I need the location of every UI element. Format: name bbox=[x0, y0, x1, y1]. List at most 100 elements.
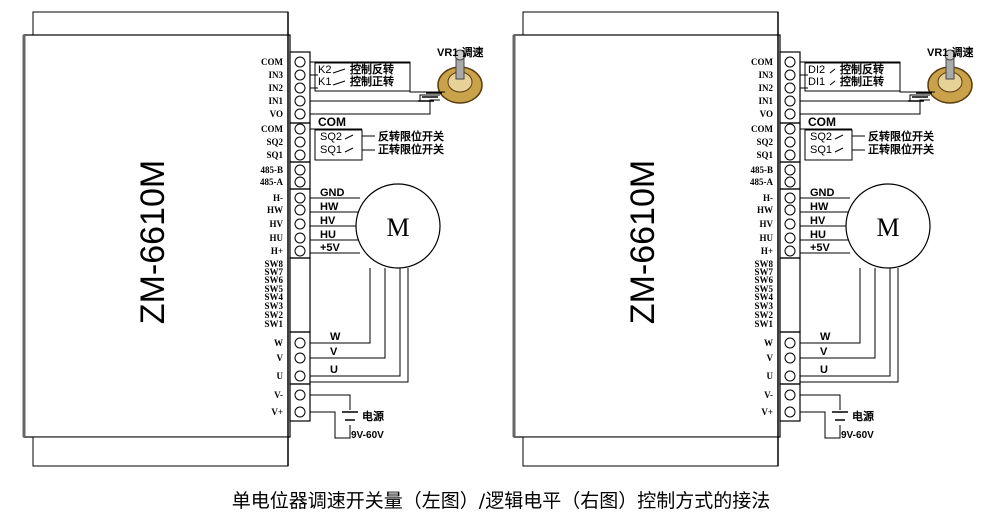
terminal-label: COM bbox=[751, 57, 774, 67]
terminal-label: SW2 bbox=[754, 310, 773, 320]
terminal-screw bbox=[294, 245, 306, 257]
phase-wire-return bbox=[800, 268, 899, 383]
hall-wire-label: HW bbox=[810, 201, 829, 213]
potentiometer-label: VR1 调速 bbox=[927, 45, 973, 59]
terminal-label: SW1 bbox=[264, 319, 283, 329]
limit-switch-label: SQ2 bbox=[810, 131, 832, 143]
motor-symbol bbox=[845, 183, 931, 269]
terminal-label: V bbox=[277, 353, 284, 363]
hall-wire-label: HU bbox=[810, 229, 826, 241]
terminal-label: SW4 bbox=[754, 292, 773, 302]
terminal-label: HV bbox=[270, 219, 284, 229]
in1-wire-to-pot-wiper bbox=[800, 94, 930, 102]
limit-com-label: COM bbox=[808, 115, 836, 129]
terminal-screw bbox=[294, 56, 306, 68]
limit-switch-label: SQ1 bbox=[320, 144, 342, 156]
input-function-label: 控制反转 bbox=[350, 62, 394, 76]
terminal-label: COM bbox=[261, 124, 284, 134]
vo-wire-to-pot bbox=[310, 99, 440, 115]
terminal-label: SW3 bbox=[264, 301, 283, 311]
input-switch-box bbox=[804, 62, 901, 92]
voltage-label: 9V-60V bbox=[841, 430, 874, 441]
phase-wire bbox=[800, 268, 876, 359]
phase-wire-return bbox=[310, 268, 409, 383]
terminal-label: SW3 bbox=[754, 301, 773, 311]
terminal-label: SW1 bbox=[754, 319, 773, 329]
terminal-label: SW8 bbox=[264, 259, 283, 269]
limit-function-label: 正转限位开关 bbox=[378, 142, 444, 156]
terminal-screw bbox=[784, 149, 796, 161]
input-function-label: 控制正转 bbox=[840, 74, 884, 88]
vplus-wire bbox=[800, 411, 841, 439]
phase-wire bbox=[800, 268, 891, 377]
phase-wire-label: U bbox=[820, 364, 828, 376]
terminal-screw bbox=[784, 192, 796, 204]
terminal-group bbox=[779, 383, 801, 422]
hall-wire-label: HU bbox=[320, 229, 336, 241]
housing-top-flange bbox=[32, 11, 289, 36]
terminal-screw bbox=[784, 82, 796, 94]
terminal-label: IN3 bbox=[758, 70, 773, 80]
terminal-screw bbox=[294, 164, 306, 176]
input-function-label: 控制正转 bbox=[350, 74, 394, 88]
phase-wire bbox=[310, 268, 371, 344]
terminal-screw bbox=[294, 136, 306, 148]
housing-top-flange bbox=[522, 11, 779, 36]
motor-label: M bbox=[876, 213, 899, 242]
terminal-screw bbox=[784, 406, 796, 418]
vo-wire-to-pot bbox=[800, 99, 930, 115]
motor-symbol bbox=[355, 183, 441, 269]
terminal-label: COM bbox=[261, 57, 284, 67]
input-switch-label: K2 bbox=[318, 64, 331, 76]
terminal-label: SW8 bbox=[754, 259, 773, 269]
terminal-screw bbox=[294, 69, 306, 81]
hall-wire-label: GND bbox=[320, 187, 345, 199]
switch-contact bbox=[834, 147, 844, 153]
potentiometer-knob bbox=[454, 49, 466, 61]
limit-function-label: 反转限位开关 bbox=[868, 129, 934, 143]
potentiometer-knob bbox=[944, 49, 956, 61]
terminal-screw bbox=[294, 123, 306, 135]
phase-wire bbox=[310, 268, 401, 377]
terminal-screw bbox=[294, 337, 306, 349]
terminal-label: SW5 bbox=[264, 284, 283, 294]
terminal-label: IN2 bbox=[268, 83, 283, 93]
terminal-screw bbox=[294, 149, 306, 161]
terminal-label: HW bbox=[757, 205, 773, 215]
terminal-label: V- bbox=[764, 390, 773, 400]
terminal-label: SW4 bbox=[264, 292, 283, 302]
terminal-screw bbox=[294, 108, 306, 120]
motor-label: M bbox=[386, 213, 409, 242]
model-name: ZM-6610M bbox=[624, 160, 662, 324]
hall-wire-label: +5V bbox=[810, 242, 831, 254]
terminal-screw bbox=[784, 204, 796, 216]
terminal-label: SQ2 bbox=[266, 137, 283, 147]
terminal-label: COM bbox=[751, 124, 774, 134]
power-label: 电源 bbox=[362, 409, 384, 423]
terminal-label: U bbox=[277, 371, 284, 381]
controller-body bbox=[513, 34, 781, 438]
hall-wire-label: +5V bbox=[320, 242, 341, 254]
voltage-label: 9V-60V bbox=[351, 430, 384, 441]
limit-com-label: COM bbox=[318, 115, 346, 129]
input-switch-box bbox=[314, 62, 411, 92]
terminal-label: SW6 bbox=[264, 275, 283, 285]
input-switch-label: DI2 bbox=[808, 64, 825, 76]
terminal-label: SW5 bbox=[754, 284, 773, 294]
terminal-label: SW7 bbox=[754, 267, 773, 277]
terminal-screw bbox=[784, 95, 796, 107]
terminal-screw bbox=[784, 176, 796, 188]
limit-switch-label: SQ2 bbox=[320, 131, 342, 143]
left-wiring-panel: ZM-6610MCOMIN3IN2IN1VOCOMSQ2SQ1485-B485-… bbox=[22, 11, 483, 467]
vminus-wire bbox=[800, 394, 841, 410]
switch-contact bbox=[332, 68, 346, 74]
hall-wire-label: HV bbox=[810, 215, 826, 227]
terminal-screw bbox=[294, 352, 306, 364]
terminal-label: VO bbox=[760, 109, 773, 119]
terminal-label: V bbox=[767, 353, 774, 363]
phase-wire bbox=[800, 268, 861, 344]
terminal-label: H+ bbox=[761, 246, 773, 256]
limit-switch-label: SQ1 bbox=[810, 144, 832, 156]
terminal-screw bbox=[294, 82, 306, 94]
